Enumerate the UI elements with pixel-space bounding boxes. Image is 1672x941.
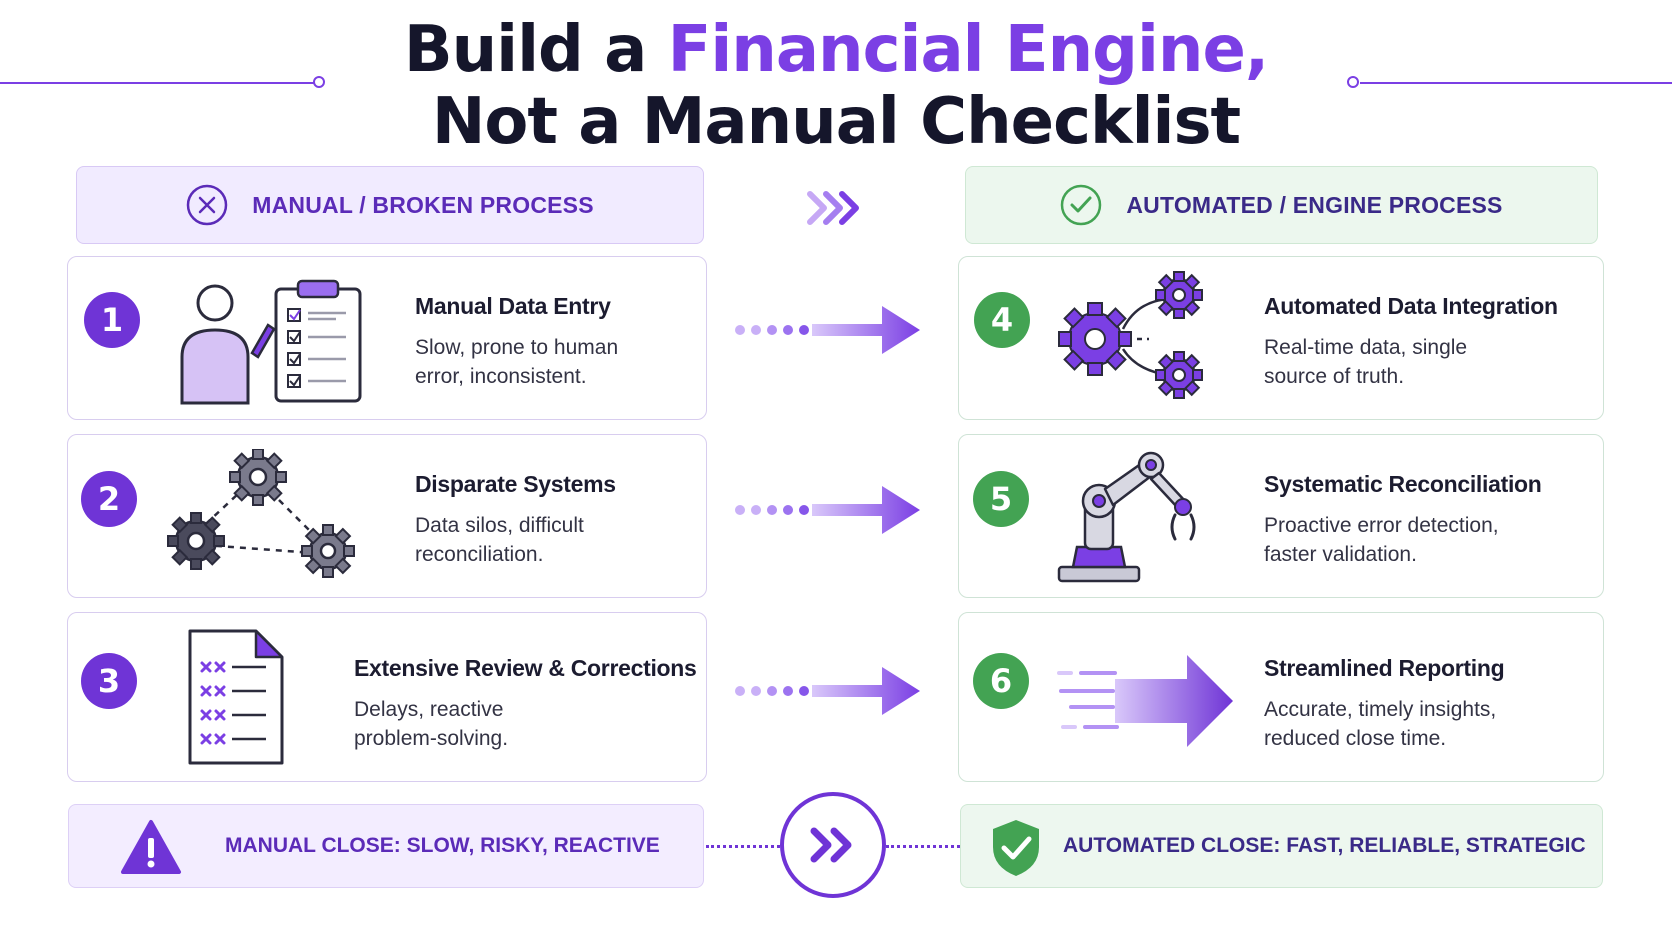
step-title: Streamlined Reporting — [1264, 655, 1505, 681]
error-document-icon — [188, 629, 284, 765]
step-description: Slow, prone to human error, inconsistent… — [415, 336, 619, 388]
automated-close-label: AUTOMATED CLOSE: FAST, RELIABLE, STRATEG… — [1063, 834, 1586, 857]
step-title: Disparate Systems — [415, 471, 616, 497]
step-number-badge: 6 — [973, 653, 1029, 709]
step-description: Proactive error detection, faster valida… — [1264, 514, 1499, 566]
manual-step-card-3: 3 Extensive Review & Corrections Delays,… — [67, 612, 707, 782]
transition-arrow-3 — [735, 667, 920, 715]
manual-step-card-2: 2 — [67, 434, 707, 598]
warning-icon — [121, 820, 181, 874]
disconnected-gears-icon — [167, 449, 355, 578]
person-checklist-icon — [180, 279, 362, 405]
manual-step-card-1: 1 Manual Data Entry Slow, prone to human… — [67, 256, 707, 420]
x-circle-icon — [186, 184, 228, 226]
check-circle-icon — [1061, 184, 1102, 226]
footer-center-chevron — [780, 792, 886, 898]
automated-step-card-6: 6 Streamlined Reporting Accurate, timely… — [958, 612, 1604, 782]
step-number-badge: 1 — [84, 292, 140, 348]
transition-arrow-1 — [735, 306, 920, 354]
step-number-badge: 3 — [81, 653, 137, 709]
manual-process-header: MANUAL / BROKEN PROCESS — [76, 166, 704, 244]
automated-step-card-5: 5 Systematic Reconciliation Proactive er… — [958, 434, 1604, 598]
step-number-badge: 4 — [974, 292, 1030, 348]
step-number-badge: 2 — [81, 471, 137, 527]
step-number-badge: 5 — [973, 471, 1029, 527]
decorative-dot-left — [313, 76, 325, 88]
automated-process-header: AUTOMATED / ENGINE PROCESS — [965, 166, 1598, 244]
speed-arrow-icon — [1057, 655, 1233, 747]
decorative-line-left — [0, 82, 314, 84]
automated-close-summary: AUTOMATED CLOSE: FAST, RELIABLE, STRATEG… — [960, 804, 1603, 888]
decorative-line-right — [1360, 82, 1672, 84]
automated-step-card-4: 4 — [958, 256, 1604, 420]
footer-connector-right — [886, 845, 960, 848]
step-title: Manual Data Entry — [415, 293, 611, 319]
manual-close-summary: MANUAL CLOSE: SLOW, RISKY, REACTIVE — [68, 804, 704, 888]
shield-check-icon — [993, 820, 1039, 876]
robotic-arm-icon — [1057, 451, 1196, 583]
decorative-dot-right — [1347, 76, 1359, 88]
double-chevron-icon — [810, 827, 852, 863]
transition-arrow-2 — [735, 486, 920, 534]
step-description: Real-time data, single source of truth. — [1264, 336, 1468, 388]
title-plain: Build a — [403, 13, 668, 87]
step-description: Delays, reactive problem-solving. — [354, 698, 509, 750]
manual-close-label: MANUAL CLOSE: SLOW, RISKY, REACTIVE — [225, 834, 660, 857]
footer-connector-left — [706, 845, 780, 848]
manual-header-label: MANUAL / BROKEN PROCESS — [252, 191, 594, 218]
page-title: Build a Financial Engine, — [0, 14, 1672, 86]
step-title: Extensive Review & Corrections — [354, 655, 697, 681]
connected-gears-icon — [1058, 271, 1203, 399]
step-title: Systematic Reconciliation — [1264, 471, 1542, 497]
page-subtitle-line: Not a Manual Checklist — [431, 85, 1241, 159]
title-accent: Financial Engine, — [667, 13, 1270, 87]
step-description: Accurate, timely insights, reduced close… — [1264, 698, 1497, 750]
step-description: Data silos, difficult reconciliation. — [415, 514, 584, 566]
automated-header-label: AUTOMATED / ENGINE PROCESS — [1126, 191, 1503, 218]
step-title: Automated Data Integration — [1264, 293, 1558, 319]
chevrons-right-icon — [807, 191, 859, 225]
